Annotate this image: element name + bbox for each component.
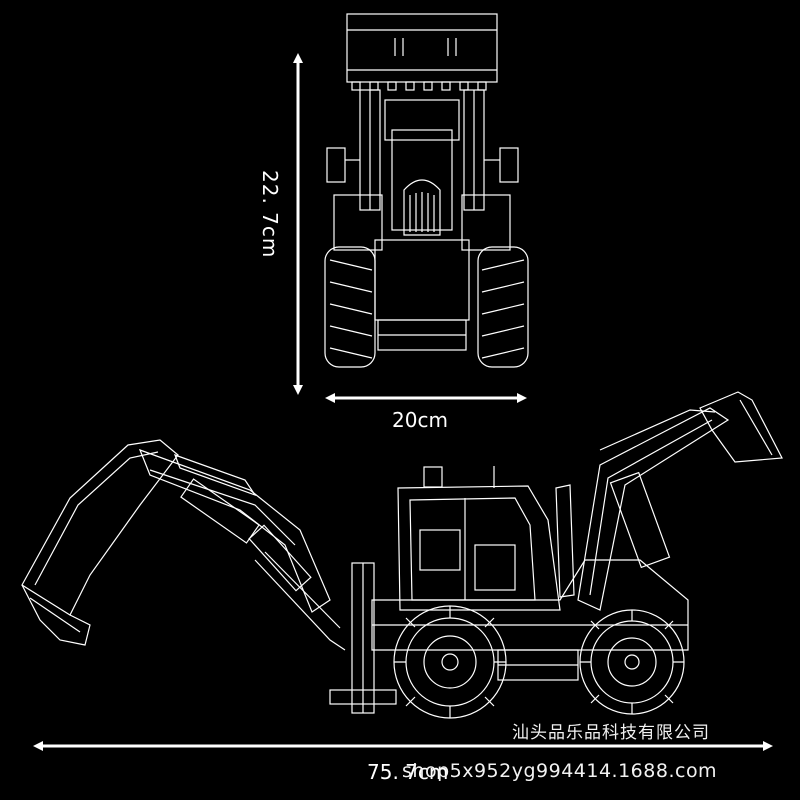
front-view-drawing	[324, 13, 529, 368]
front-right-mirror	[499, 147, 519, 183]
front-left-wheel	[324, 246, 376, 368]
loader-arm	[577, 391, 783, 611]
length-dimension-label: 75. 7cm	[367, 760, 449, 784]
front-grill	[403, 179, 441, 236]
shop-url-watermark: shop5x952yg994414.1688.com	[402, 760, 718, 782]
front-right-wheel	[477, 246, 529, 368]
company-watermark: 汕头品乐品科技有限公司	[512, 723, 710, 743]
width-dimension-label: 20cm	[392, 408, 448, 432]
front-wheel	[579, 609, 685, 715]
front-bucket	[346, 13, 498, 83]
beacon-light	[423, 466, 443, 488]
rear-wheel	[393, 605, 507, 719]
side-view-drawing	[21, 391, 783, 719]
backhoe-arm	[21, 439, 346, 651]
front-left-mirror	[326, 147, 346, 183]
backhoe-cylinder	[180, 478, 260, 544]
height-dimension-label: 22. 7cm	[258, 170, 282, 259]
stabilizer-foot	[329, 689, 397, 705]
loader-bucket	[699, 391, 783, 463]
bucket-teeth	[351, 81, 487, 91]
body	[371, 559, 689, 651]
exhaust-pipe	[555, 484, 575, 598]
cab	[397, 466, 561, 611]
